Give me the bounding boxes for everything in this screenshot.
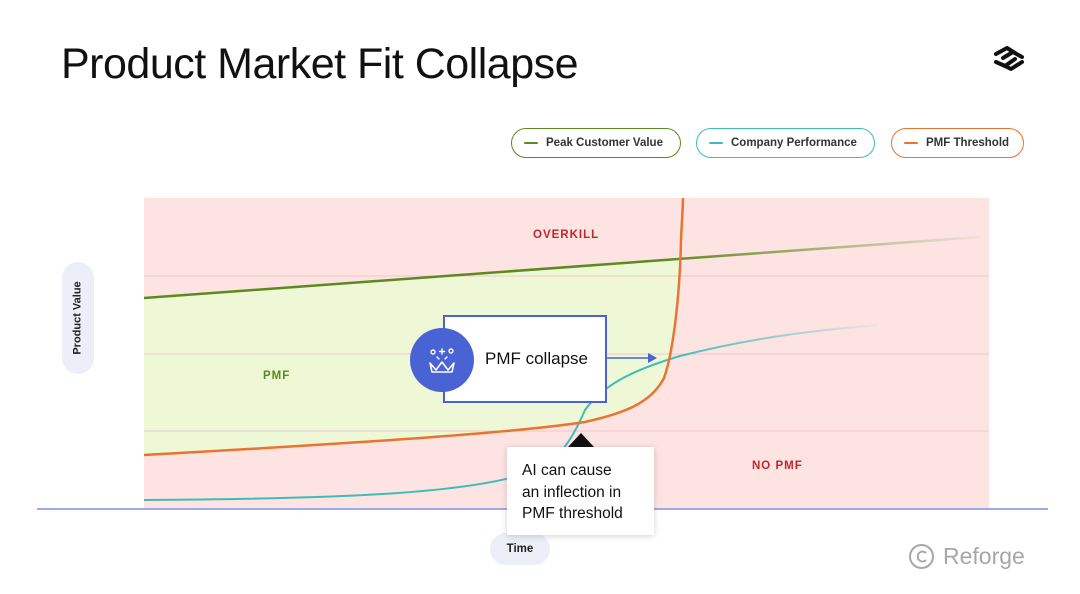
inflection-callout: AI can cause an inflection in PMF thresh… <box>507 447 654 535</box>
callout-line: PMF threshold <box>522 505 623 522</box>
company-performance-line <box>143 324 879 501</box>
legend-swatch <box>709 141 723 145</box>
page-title: Product Market Fit Collapse <box>61 40 579 88</box>
zone-label-overkill: OVERKILL <box>533 229 600 241</box>
callout-line: AI can cause <box>522 462 612 479</box>
legend-swatch <box>524 141 538 145</box>
collapse-icon-badge <box>410 328 474 392</box>
legend-label: PMF Threshold <box>926 137 1010 149</box>
callout-line: an inflection in <box>522 483 622 501</box>
pmf-threshold-line <box>143 197 685 457</box>
zone-label-no-pmf: NO PMF <box>752 460 803 472</box>
y-axis-label: Product Value <box>62 262 94 374</box>
y-axis-label-text: Product Value <box>72 281 85 355</box>
legend-swatch <box>904 141 918 145</box>
pmf-collapse-label: PMF collapse <box>485 349 588 368</box>
brand-watermark: Reforge <box>908 543 1025 570</box>
zone-label-pmf: PMF <box>263 370 291 382</box>
reforge-logo-icon <box>994 46 1024 71</box>
collapse-arrowhead <box>648 353 657 363</box>
legend-company-performance: Company Performance <box>696 128 875 158</box>
callout-pointer <box>568 433 594 447</box>
x-axis-label: Time <box>490 533 550 565</box>
reforge-mark-icon <box>909 544 934 569</box>
legend-pmf-threshold: PMF Threshold <box>891 128 1024 158</box>
legend-peak-customer-value: Peak Customer Value <box>511 128 681 158</box>
crown-burst-icon <box>429 348 455 373</box>
legend-label: Peak Customer Value <box>546 137 663 149</box>
legend-label: Company Performance <box>731 137 857 149</box>
peak-customer-value-line <box>143 235 981 300</box>
brand-name: Reforge <box>943 543 1025 569</box>
